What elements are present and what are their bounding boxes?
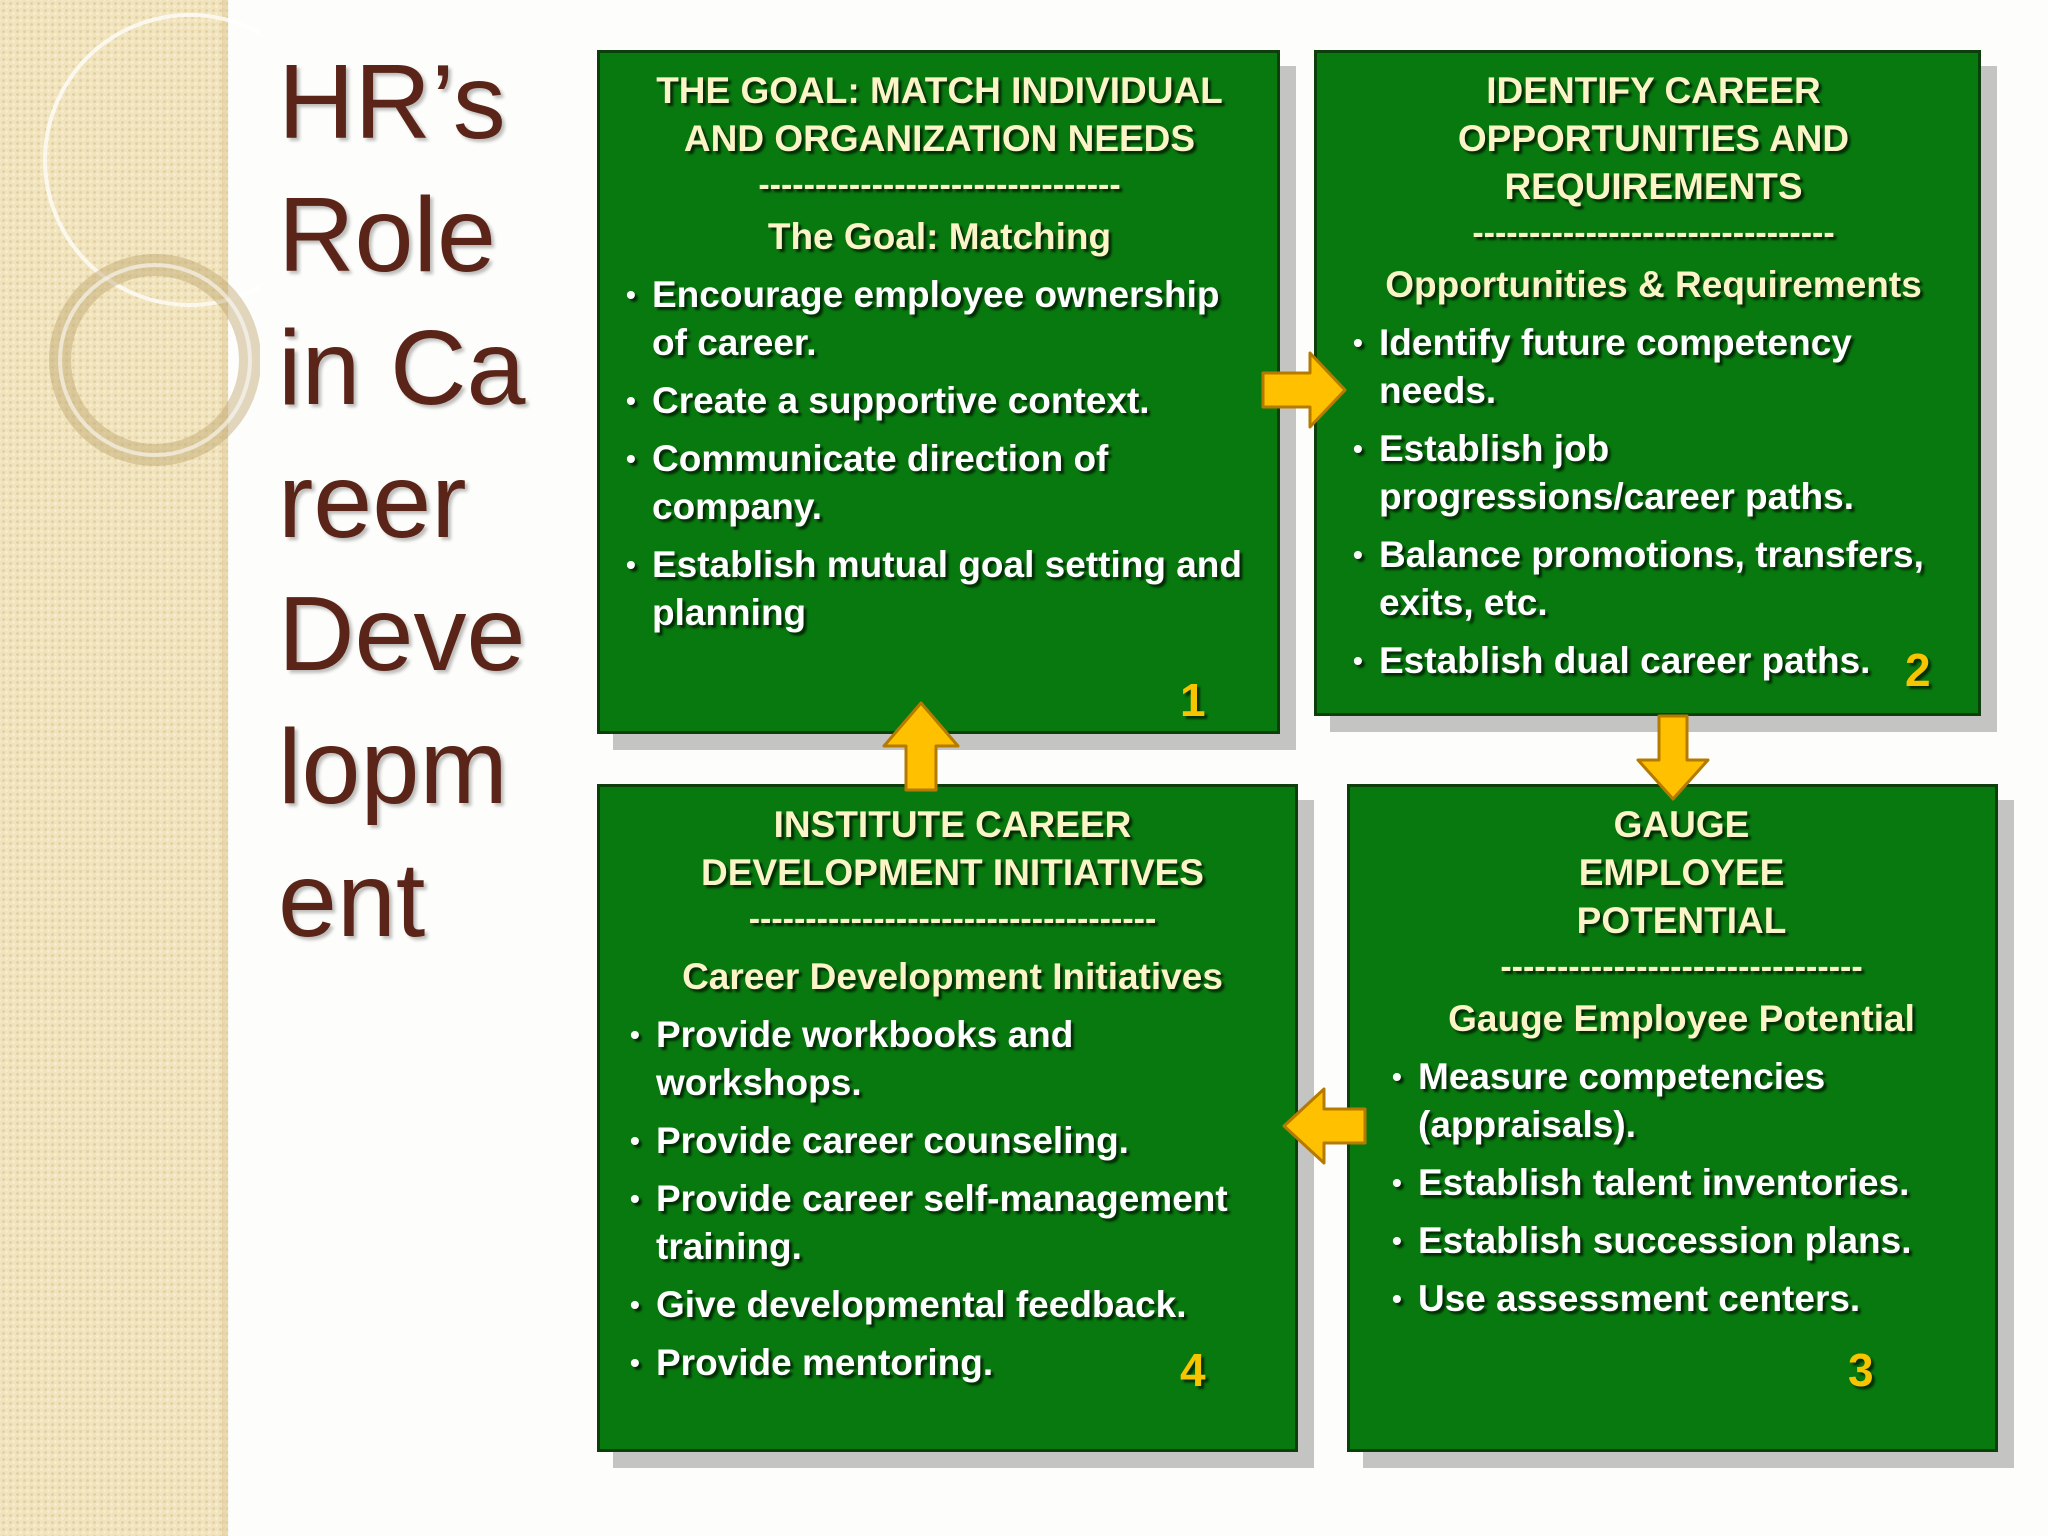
- box-heading: THE GOAL: MATCH INDIVIDUAL AND ORGANIZAT…: [656, 70, 1223, 159]
- box-heading: IDENTIFY CAREER OPPORTUNITIES AND REQUIR…: [1457, 70, 1850, 207]
- deco-ring-large: [43, 13, 260, 307]
- list-item: Identify future competency needs.: [1349, 319, 1958, 415]
- list-item: Give developmental feedback.: [626, 1281, 1279, 1329]
- step-number-4: 4: [1180, 1344, 1206, 1396]
- box-bullet-list: Encourage employee ownership of career. …: [622, 271, 1257, 637]
- box-subheading: Gauge Employee Potential: [1448, 998, 1915, 1039]
- list-item: Encourage employee ownership of career.: [622, 271, 1257, 367]
- list-item: Create a supportive context.: [622, 377, 1257, 425]
- list-item: Provide workbooks and workshops.: [626, 1011, 1279, 1107]
- list-item: Use assessment centers.: [1388, 1275, 1975, 1323]
- list-item: Establish talent inventories.: [1388, 1159, 1975, 1207]
- box-divider: --------------------------------: [1500, 948, 1863, 986]
- box-bullet-list: Identify future competency needs. Establ…: [1349, 319, 1958, 685]
- box-subheading: Career Development Initiatives: [682, 956, 1223, 997]
- box-heading: GAUGE EMPLOYEE POTENTIAL: [1576, 804, 1787, 941]
- decorative-sidebar: [0, 0, 228, 1536]
- box-divider: --------------------------------: [1472, 214, 1835, 252]
- list-item: Communicate direction of company.: [622, 435, 1257, 531]
- list-item: Provide career counseling.: [626, 1117, 1279, 1165]
- list-item: Establish dual career paths.: [1349, 637, 1958, 685]
- step-number-1: 1: [1180, 674, 1206, 726]
- box-divider: --------------------------------: [758, 166, 1121, 204]
- step-box-goal: THE GOAL: MATCH INDIVIDUAL AND ORGANIZAT…: [597, 50, 1280, 734]
- step-box-opportunities: IDENTIFY CAREER OPPORTUNITIES AND REQUIR…: [1314, 50, 1981, 716]
- slide-title: HR’s Role in Career Development: [278, 43, 526, 959]
- list-item: Balance promotions, transfers, exits, et…: [1349, 531, 1958, 627]
- list-item: Provide mentoring.: [626, 1339, 1279, 1387]
- box-heading: INSTITUTE CAREER DEVELOPMENT INITIATIVES: [701, 804, 1204, 893]
- box-subheading: The Goal: Matching: [767, 216, 1112, 257]
- step-number-3: 3: [1848, 1344, 1874, 1396]
- list-item: Measure competencies (appraisals).: [1388, 1053, 1975, 1149]
- sidebar-edge: [222, 0, 230, 1536]
- list-item: Establish mutual goal setting and planni…: [622, 541, 1257, 637]
- decorative-rings: [43, 13, 260, 466]
- list-item: Provide career self-management training.: [626, 1175, 1279, 1271]
- list-item: Establish succession plans.: [1388, 1217, 1975, 1265]
- step-box-initiatives: INSTITUTE CAREER DEVELOPMENT INITIATIVES…: [597, 784, 1298, 1452]
- deco-ring-highlight: [58, 263, 252, 457]
- list-item: Establish job progressions/career paths.: [1349, 425, 1958, 521]
- box-bullet-list: Provide workbooks and workshops. Provide…: [626, 1011, 1279, 1387]
- box-bullet-list: Measure competencies (appraisals). Estab…: [1388, 1053, 1975, 1323]
- step-number-2: 2: [1905, 644, 1931, 696]
- step-box-potential: GAUGE EMPLOYEE POTENTIAL ---------------…: [1347, 784, 1998, 1452]
- box-subheading: Opportunities & Requirements: [1385, 264, 1922, 305]
- box-divider: ------------------------------------: [748, 900, 1157, 938]
